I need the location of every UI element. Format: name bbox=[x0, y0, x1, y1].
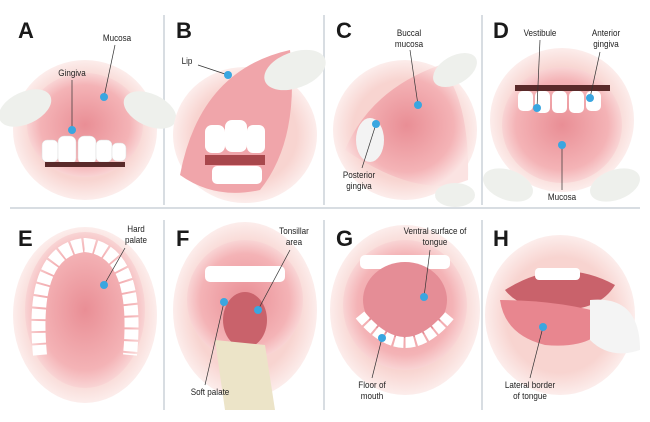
marker-dot bbox=[100, 281, 108, 289]
label-posterior-gingiva: Posterior gingiva bbox=[342, 170, 376, 192]
panel-dividers bbox=[10, 15, 640, 410]
label-mucosa-d: Mucosa bbox=[547, 192, 577, 203]
marker-dot bbox=[254, 306, 262, 314]
marker-dots bbox=[68, 71, 594, 342]
marker-dot bbox=[414, 101, 422, 109]
marker-dot bbox=[220, 298, 228, 306]
marker-dot bbox=[586, 94, 594, 102]
panel-f-illustration bbox=[173, 222, 317, 410]
marker-dot bbox=[558, 141, 566, 149]
panel-d-illustration bbox=[483, 48, 640, 202]
panel-b-illustration bbox=[173, 49, 326, 203]
panel-h-illustration bbox=[485, 235, 640, 395]
label-tonsillar-area: Tonsillar area bbox=[279, 226, 309, 248]
label-mucosa-a: Mucosa bbox=[102, 33, 132, 44]
label-buccal-mucosa: Buccal mucosa bbox=[394, 28, 424, 50]
label-lateral-border-of-tongue: Lateral border of tongue bbox=[504, 380, 556, 402]
panel-letter-c: C bbox=[336, 18, 352, 43]
label-ventral-surface-of-tongue: Ventral surface of tongue bbox=[403, 226, 467, 248]
marker-dot bbox=[378, 334, 386, 342]
marker-dot bbox=[420, 293, 428, 301]
panel-letter-f: F bbox=[176, 226, 190, 251]
marker-dot bbox=[539, 323, 547, 331]
panel-letter-g: G bbox=[336, 226, 354, 251]
panel-letter-b: B bbox=[176, 18, 192, 43]
panel-letter-h: H bbox=[493, 226, 509, 251]
panel-letter-d: D bbox=[493, 18, 509, 43]
panel-e-illustration bbox=[13, 227, 157, 403]
label-vestibule: Vestibule bbox=[523, 28, 557, 39]
panel-letter-a: A bbox=[18, 18, 34, 43]
panel-a-illustration bbox=[0, 60, 177, 200]
panel-c-illustration bbox=[333, 52, 477, 207]
label-floor-of-mouth: Floor of mouth bbox=[358, 380, 386, 402]
marker-dot bbox=[100, 93, 108, 101]
panel-letter-e: E bbox=[18, 226, 33, 251]
panel-g-illustration bbox=[330, 225, 480, 395]
marker-dot bbox=[372, 120, 380, 128]
marker-dot bbox=[68, 126, 76, 134]
leader-lines bbox=[71, 39, 601, 386]
label-hard-palate: Hard palate bbox=[124, 224, 147, 246]
marker-dot bbox=[533, 104, 541, 112]
label-lip: Lip bbox=[181, 56, 193, 67]
marker-dot bbox=[224, 71, 232, 79]
label-soft-palate: Soft palate bbox=[190, 387, 230, 398]
label-gingiva: Gingiva bbox=[58, 68, 86, 79]
label-anterior-gingiva: Anterior gingiva bbox=[591, 28, 621, 50]
